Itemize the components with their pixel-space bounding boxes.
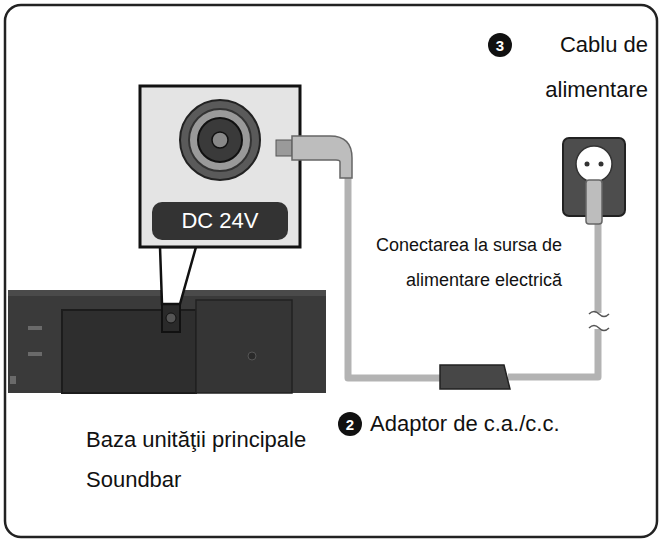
wall-socket	[563, 138, 625, 224]
magnified-jack	[140, 86, 300, 304]
part-label: Adaptor de c.a./c.c.	[370, 406, 650, 442]
node-text: DC 24V	[181, 208, 258, 234]
callout-number: 3	[488, 33, 512, 57]
voltage-label: DC 24V	[152, 202, 288, 240]
part-label: Cablu de alimentare	[508, 22, 648, 112]
power-cable	[276, 136, 598, 378]
ac-dc-adapter	[440, 365, 510, 389]
soundbar-body	[8, 290, 326, 393]
connection-note: Conectarea la sursa de alimentare electr…	[372, 228, 562, 298]
callout-number: 2	[338, 412, 362, 436]
cable-break	[589, 312, 609, 331]
part-label: Baza unităţii principale Soundbar	[86, 420, 321, 500]
frame	[5, 5, 657, 537]
